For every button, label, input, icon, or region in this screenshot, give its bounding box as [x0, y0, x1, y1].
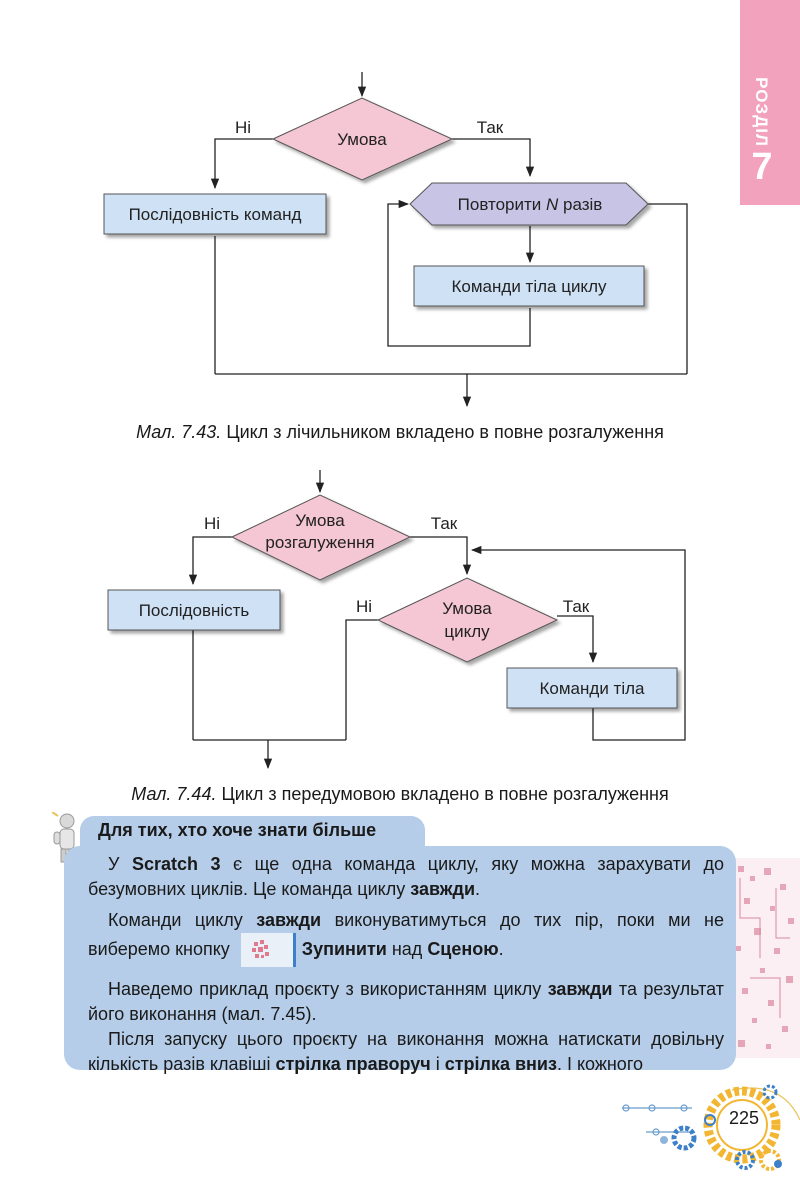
- loop-header-hexagon: [409, 182, 649, 226]
- figure-caption-7-44: Мал. 7.44. Цикл з передумовою вкладено в…: [131, 784, 669, 804]
- chapter-label: РОЗДІЛ: [752, 76, 771, 147]
- flowchart-figure-7-44: Умова розгалуження Ні Так Послідовність …: [107, 470, 686, 770]
- loop-exit-line: [646, 203, 688, 374]
- sequence-text: Послідовність: [139, 601, 250, 620]
- figure-caption-7-43: Мал. 7.43. Цикл з лічильником вкладено в…: [136, 422, 664, 442]
- paragraph-2: Команди циклу завжди виконуватимуться до…: [88, 908, 724, 967]
- condition-text: Умова: [337, 130, 387, 149]
- outer-condition-text-1: Умова: [295, 511, 345, 530]
- chapter-tab: [740, 0, 800, 205]
- condition-diamond: [271, 97, 454, 181]
- no-label: Ні: [204, 514, 220, 533]
- gears-decoration: [622, 1084, 800, 1171]
- stop-sign-icon: [251, 940, 269, 958]
- outer-condition-diamond: [230, 494, 412, 581]
- sequence-box: [103, 193, 327, 235]
- paragraph-4: Після запуску цього проєкту на виконання…: [88, 1029, 724, 1074]
- yes-label: Так: [477, 118, 504, 137]
- info-box-title: Для тих, хто хоче знати більше: [98, 820, 377, 840]
- decorative-pattern: [730, 858, 800, 1058]
- mascot-icon: [51, 812, 75, 863]
- loop-no-label: Ні: [356, 597, 372, 616]
- loop-body-box: [506, 667, 678, 709]
- page-number: 225: [728, 1108, 760, 1128]
- outer-condition-text-2: розгалуження: [265, 533, 374, 552]
- loop-yes-line: [557, 615, 598, 664]
- loop-no-line: [345, 619, 378, 740]
- flowchart-figure-7-43: Умова Ні Так Послідовність команд Повтор…: [103, 72, 688, 408]
- info-box: [64, 846, 736, 1070]
- loop-condition-text-1: Умова: [442, 599, 492, 618]
- loop-header-text: Повторити N разів: [458, 195, 603, 214]
- loop-body-text: Команди тіла: [540, 679, 646, 698]
- loop-body-box: [413, 265, 645, 307]
- loop-back-line: [470, 545, 686, 741]
- loop-condition-diamond: [376, 577, 559, 663]
- yes-label: Так: [431, 514, 458, 533]
- no-label: Ні: [235, 118, 251, 137]
- loop-back-line: [387, 199, 531, 347]
- chapter-number: 7: [751, 146, 773, 188]
- no-branch-line: [210, 138, 273, 190]
- sequence-box: [107, 589, 281, 631]
- loop-yes-label: Так: [563, 597, 590, 616]
- paragraph-1: У Scratch 3 є ще одна команда циклу, яку…: [88, 854, 724, 899]
- no-branch-line: [188, 536, 232, 586]
- loop-condition-text-2: циклу: [444, 622, 490, 641]
- sequence-text: Послідовність команд: [129, 205, 302, 224]
- loop-body-text: Команди тіла циклу: [452, 277, 607, 296]
- info-box-tab: [80, 816, 425, 846]
- stop-button-image: [240, 933, 296, 967]
- yes-branch-line: [452, 138, 535, 178]
- info-box-text: У Scratch 3 є ще одна команда циклу, яку…: [88, 852, 724, 1077]
- paragraph-3: Наведемо приклад проєкту з використанням…: [88, 979, 725, 1024]
- yes-branch-line: [410, 536, 472, 576]
